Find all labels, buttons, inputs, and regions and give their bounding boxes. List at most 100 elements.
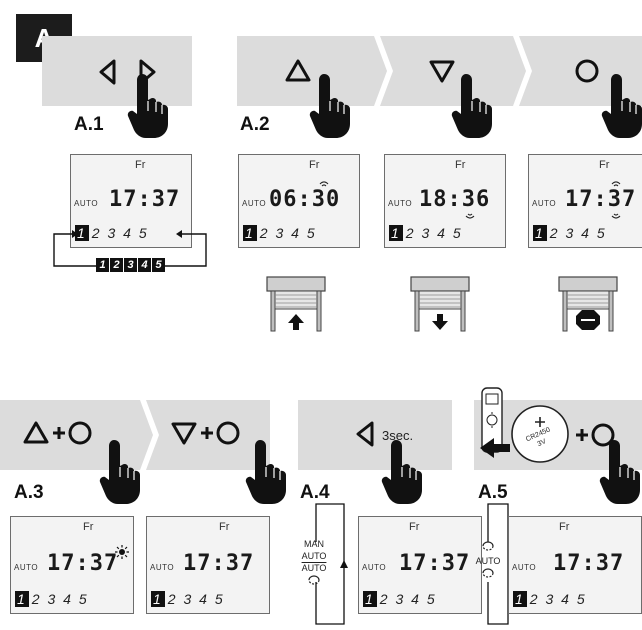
lcd-day: Fr xyxy=(559,521,570,533)
lcd-mode: AUTO xyxy=(242,199,267,208)
panel-a4 xyxy=(298,400,452,470)
down-arrow-icon[interactable] xyxy=(428,58,456,84)
lcd-day-selected: 1 xyxy=(363,591,377,607)
lcd-clock: 06:30 xyxy=(269,187,341,212)
lcd-day-selected: 1 xyxy=(513,591,527,607)
antenna-icon xyxy=(611,181,621,187)
hand-icon xyxy=(599,439,641,505)
lcd-mode: AUTO xyxy=(388,199,413,208)
lcd-clock: 18:36 xyxy=(419,187,491,212)
shutter-down-icon xyxy=(410,276,470,332)
lcd-day-list: 2 3 4 5 xyxy=(549,225,607,241)
press-duration: 3sec. xyxy=(382,428,414,443)
lcd-day-list: 2 3 4 5 xyxy=(529,591,587,607)
lcd-day-selected: 1 xyxy=(75,225,89,241)
lcd-day-list: 2 3 4 5 xyxy=(167,591,225,607)
day-box: 4 xyxy=(138,258,151,272)
up-plus-stop-icon[interactable] xyxy=(22,420,102,448)
plus-stop-icon[interactable] xyxy=(574,422,630,450)
lcd-day-list: 2 3 4 5 xyxy=(405,225,463,241)
hand-icon xyxy=(601,73,642,139)
battery-coin-icon xyxy=(511,405,569,463)
shutter-cycle-icon xyxy=(308,575,320,585)
step-label-a5: A.5 xyxy=(478,482,508,503)
hand-icon xyxy=(99,439,141,505)
lcd-day: Fr xyxy=(219,521,230,533)
lcd-clock: 17:37 xyxy=(47,551,119,576)
lcd-mode: AUTO xyxy=(14,563,39,572)
lcd-mode: AUTO xyxy=(532,199,557,208)
mode-list: MAN AUTO AUTO xyxy=(294,538,334,589)
antenna-icon xyxy=(611,213,621,219)
left-arrow-icon[interactable] xyxy=(98,58,158,88)
mode-label: AUTO xyxy=(301,563,327,573)
lcd-mode: AUTO xyxy=(512,563,537,572)
lcd-day: Fr xyxy=(455,159,466,171)
lcd-mode: AUTO xyxy=(74,199,99,208)
lcd-day: Fr xyxy=(409,521,420,533)
down-plus-stop-icon[interactable] xyxy=(170,420,250,448)
lcd-clock: 17:37 xyxy=(183,551,255,576)
lcd-day-selected: 1 xyxy=(15,591,29,607)
left-arrow-icon[interactable] xyxy=(354,420,378,450)
lcd-day-list: 2 3 4 5 xyxy=(31,591,89,607)
shutter-up-icon xyxy=(266,276,326,332)
hand-icon xyxy=(381,439,423,505)
hand-icon xyxy=(127,73,169,139)
day-box: 5 xyxy=(152,258,165,272)
lcd-day-list: 2 3 4 5 xyxy=(91,225,149,241)
sun-icon xyxy=(115,545,129,559)
stop-button-icon[interactable] xyxy=(574,58,600,84)
day-box: 3 xyxy=(124,258,137,272)
panel-a1 xyxy=(42,36,192,139)
up-arrow-icon[interactable] xyxy=(284,58,312,84)
lcd-day-selected: 1 xyxy=(389,225,403,241)
lcd-day: Fr xyxy=(83,521,94,533)
lcd-day-list: 2 3 4 5 xyxy=(259,225,317,241)
step-label-a4: A.4 xyxy=(300,482,330,503)
lcd-day: Fr xyxy=(309,159,320,171)
mode-list: AUTO xyxy=(472,540,504,582)
lcd-clock: 17:37 xyxy=(109,187,181,212)
day-cycle-arrows xyxy=(53,230,207,267)
lcd-day-selected: 1 xyxy=(151,591,165,607)
mode-label: AUTO xyxy=(301,551,327,561)
hand-icon xyxy=(309,73,351,139)
mode-label: AUTO xyxy=(475,556,501,566)
mode-cycle-arrows xyxy=(315,503,348,625)
step-label-a2: A.2 xyxy=(240,114,270,135)
lcd-day-selected: 1 xyxy=(533,225,547,241)
shutter-stop-icon xyxy=(558,276,618,332)
day-box: 1 xyxy=(96,258,109,272)
shutter-cycle-icon xyxy=(482,568,494,578)
lcd-mode: AUTO xyxy=(362,563,387,572)
lcd-day-list: 2 3 4 5 xyxy=(379,591,437,607)
lcd-clock: 17:37 xyxy=(399,551,471,576)
mode-label: MAN xyxy=(304,539,324,549)
hand-icon xyxy=(451,73,493,139)
lcd-day: Fr xyxy=(599,159,610,171)
lcd-clock: 17:37 xyxy=(553,551,625,576)
lcd-clock: 17:37 xyxy=(565,187,637,212)
step-label-a1: A.1 xyxy=(74,114,104,135)
shutter-cycle-icon xyxy=(482,541,494,551)
hand-icon xyxy=(245,439,287,505)
antenna-icon xyxy=(465,213,475,219)
step-label-a3: A.3 xyxy=(14,482,44,503)
lcd-day-selected: 1 xyxy=(243,225,257,241)
